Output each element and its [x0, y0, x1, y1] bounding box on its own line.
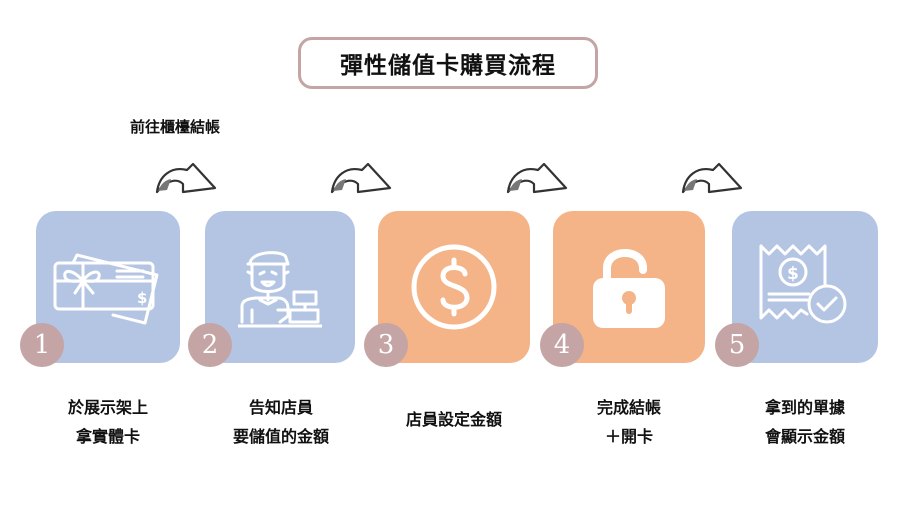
step-4-label-line-1: 完成結帳 — [596, 398, 661, 417]
step-3-badge: 3 — [364, 323, 408, 367]
page-title: 彈性儲值卡購買流程 — [298, 37, 598, 89]
step-2-label: 告知店員 要儲值的金額 — [196, 393, 366, 451]
curved-arrow-icon — [681, 162, 743, 194]
step-5-label-line-2: 會顯示金額 — [764, 427, 845, 446]
step-2-badge: 2 — [188, 323, 232, 367]
step-1-badge: 1 — [20, 323, 64, 367]
curved-arrow-icon — [506, 162, 568, 194]
step-2-label-line-2: 要儲值的金額 — [232, 427, 329, 446]
curved-arrow-icon — [330, 162, 392, 194]
svg-text:$: $ — [137, 289, 147, 307]
step-5-label-line-1: 拿到的單據 — [764, 398, 845, 417]
step-4-box — [553, 211, 705, 363]
step-5-badge: 5 — [715, 323, 759, 367]
step-1-label: 於展示架上 拿實體卡 — [23, 393, 193, 451]
gift-card-icon: $ — [53, 253, 159, 325]
curved-arrow-icon — [155, 162, 217, 194]
step-4-label-line-2: ＋開卡 — [604, 427, 653, 446]
step-4-badge: 4 — [540, 323, 584, 367]
dollar-coin-icon — [411, 244, 497, 330]
step-3-label: 店員設定金額 — [369, 405, 539, 434]
cashier-icon — [238, 251, 322, 328]
subtitle: 前往櫃檯結帳 — [130, 118, 221, 136]
unlock-icon — [593, 249, 665, 328]
step-1-label-line-2: 拿實體卡 — [75, 427, 140, 446]
step-1-label-line-1: 於展示架上 — [67, 398, 148, 417]
step-4-label: 完成結帳 ＋開卡 — [544, 393, 714, 451]
title-text: 彈性儲值卡購買流程 — [340, 53, 556, 79]
step-5-label: 拿到的單據 會顯示金額 — [720, 393, 890, 451]
svg-text:$: $ — [787, 264, 799, 284]
receipt-check-icon: $ — [759, 244, 847, 324]
step-3-label-line-1: 店員設定金額 — [405, 410, 502, 429]
step-2-label-line-1: 告知店員 — [248, 398, 313, 417]
